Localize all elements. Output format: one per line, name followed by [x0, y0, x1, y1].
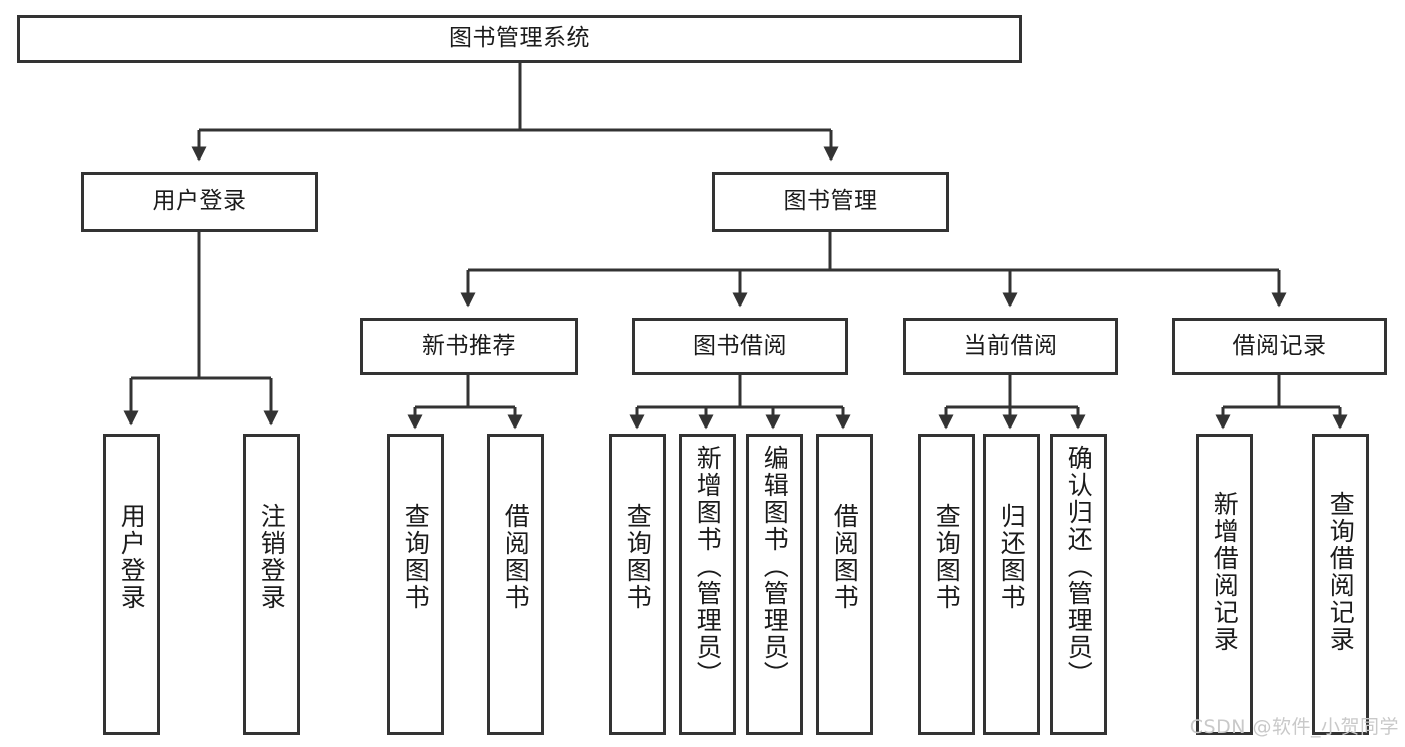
watermark: CSDN @软件_小贺同学 — [1189, 716, 1399, 738]
leaf-user-login[interactable]: 用户登录 — [103, 434, 160, 735]
node-book-borrow-label: 图书借阅 — [693, 332, 787, 359]
node-current-borrow[interactable]: 当前借阅 — [903, 318, 1118, 375]
leaf-return-book[interactable]: 归还图书 — [983, 434, 1040, 735]
leaf-add-record[interactable]: 新增借阅记录 — [1196, 434, 1253, 735]
node-book-management-label: 图书管理 — [783, 188, 878, 215]
leaf-borrow-book-2-label: 借阅图书 — [830, 503, 860, 611]
leaf-query-book-3[interactable]: 查询图书 — [918, 434, 975, 735]
leaf-logout[interactable]: 注销登录 — [243, 434, 300, 735]
leaf-query-book-3-label: 查询图书 — [932, 503, 962, 611]
leaf-borrow-book-1-label: 借阅图书 — [501, 503, 531, 611]
leaf-query-book-1-label: 查询图书 — [401, 503, 431, 611]
leaf-return-book-label: 归还图书 — [997, 503, 1027, 611]
leaf-user-login-label: 用户登录 — [117, 503, 147, 611]
leaf-add-book[interactable]: 新增图书（管理员） — [679, 434, 736, 735]
node-new-book-recommend-label: 新书推荐 — [422, 332, 516, 359]
node-book-management[interactable]: 图书管理 — [712, 172, 949, 232]
node-user-login[interactable]: 用户登录 — [81, 172, 318, 232]
leaf-query-book-2-label: 查询图书 — [623, 503, 653, 611]
leaf-query-record[interactable]: 查询借阅记录 — [1312, 434, 1369, 735]
leaf-query-record-label: 查询借阅记录 — [1326, 491, 1356, 653]
node-current-borrow-label: 当前借阅 — [963, 332, 1058, 359]
leaf-add-book-label: 新增图书（管理员） — [693, 445, 723, 688]
leaf-borrow-book-2[interactable]: 借阅图书 — [816, 434, 873, 735]
leaf-confirm-return[interactable]: 确认归还（管理员） — [1050, 434, 1107, 735]
leaf-query-book-2[interactable]: 查询图书 — [609, 434, 666, 735]
leaf-borrow-book-1[interactable]: 借阅图书 — [487, 434, 544, 735]
leaf-add-record-label: 新增借阅记录 — [1210, 491, 1240, 653]
node-borrow-record-label: 借阅记录 — [1232, 332, 1327, 359]
node-user-login-label: 用户登录 — [152, 188, 247, 215]
node-root[interactable]: 图书管理系统 — [17, 15, 1022, 63]
leaf-query-book-1[interactable]: 查询图书 — [387, 434, 444, 735]
node-new-book-recommend[interactable]: 新书推荐 — [360, 318, 578, 375]
node-borrow-record[interactable]: 借阅记录 — [1172, 318, 1387, 375]
leaf-edit-book-label: 编辑图书（管理员） — [760, 445, 790, 688]
leaf-edit-book[interactable]: 编辑图书（管理员） — [746, 434, 803, 735]
node-root-label: 图书管理系统 — [449, 25, 590, 52]
node-book-borrow[interactable]: 图书借阅 — [632, 318, 848, 375]
leaf-confirm-return-label: 确认归还（管理员） — [1064, 445, 1094, 688]
leaf-logout-label: 注销登录 — [257, 503, 287, 611]
